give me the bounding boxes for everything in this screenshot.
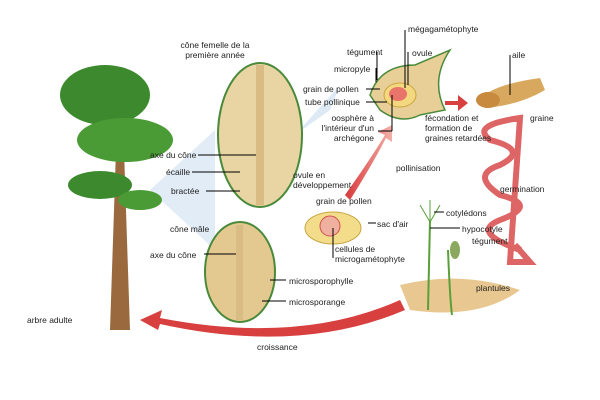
label-male-cone: cône mâle (170, 224, 210, 234)
label-pollen-grain: grain de pollen (316, 196, 372, 206)
label-megagametophyte: mégagamétophyte (408, 24, 479, 34)
label-adult-tree: arbre adulte (27, 315, 73, 325)
label-line: graines retardées (425, 133, 492, 143)
magnify-beam (150, 130, 215, 250)
label-line: microgamétophyte (335, 254, 405, 264)
label-pollen-tube: tube pollinique (305, 97, 360, 107)
label-pollination: pollinisation (396, 163, 441, 173)
label-line: développement (293, 180, 352, 190)
label-line: cellules de (335, 244, 376, 254)
label-growth: croissance (257, 342, 298, 352)
label-line: formation de (425, 123, 473, 133)
fecondation-arrow (445, 95, 468, 111)
magnify-beam (295, 85, 340, 135)
label-cone-axis-female: axe du cône (150, 150, 197, 160)
male-cone-illustration (204, 221, 276, 323)
label-hypocotyl: hypocotyle (462, 224, 503, 234)
label-tegument: tégument (347, 47, 383, 57)
label-microsporangium: microsporange (289, 297, 346, 307)
label-line: archégone (333, 133, 374, 143)
label-wing: aile (512, 50, 526, 60)
label-line: fécondation et (425, 113, 479, 123)
pollination-arrow (345, 125, 392, 200)
label-cone-axis-male: axe du cône (150, 250, 197, 260)
label-pollen-grain-top: grain de pollen (303, 84, 359, 94)
ovule-illustration (369, 48, 453, 120)
label-air-sac: sac d'air (377, 219, 409, 229)
label-seed: graine (530, 113, 554, 123)
label-scale: écaille (166, 167, 191, 177)
label-seedlings: plantules (476, 283, 511, 293)
label-line: l'intérieur d'un (321, 123, 374, 133)
label-micropyle: micropyle (334, 64, 371, 74)
label-line: oosphère à (331, 113, 374, 123)
label-tegument-seedling: tégument (472, 236, 508, 246)
label-line: ovule en (293, 170, 326, 180)
label-line: première année (185, 50, 245, 60)
growth-arrow (140, 300, 405, 337)
seedlings-illustration (400, 200, 520, 316)
label-microsporophyll: microsporophylle (289, 276, 354, 286)
label-germination: germination (500, 184, 545, 194)
seed-illustration (476, 78, 545, 108)
label-bract: bractée (171, 186, 200, 196)
label-ovule: ovule (412, 48, 433, 58)
label-cotyledons: cotylédons (446, 208, 487, 218)
label-line: cône femelle de la (180, 40, 250, 50)
adult-tree-illustration (60, 65, 173, 330)
germination-arrow (481, 114, 537, 265)
female-cone-illustration (217, 62, 303, 208)
